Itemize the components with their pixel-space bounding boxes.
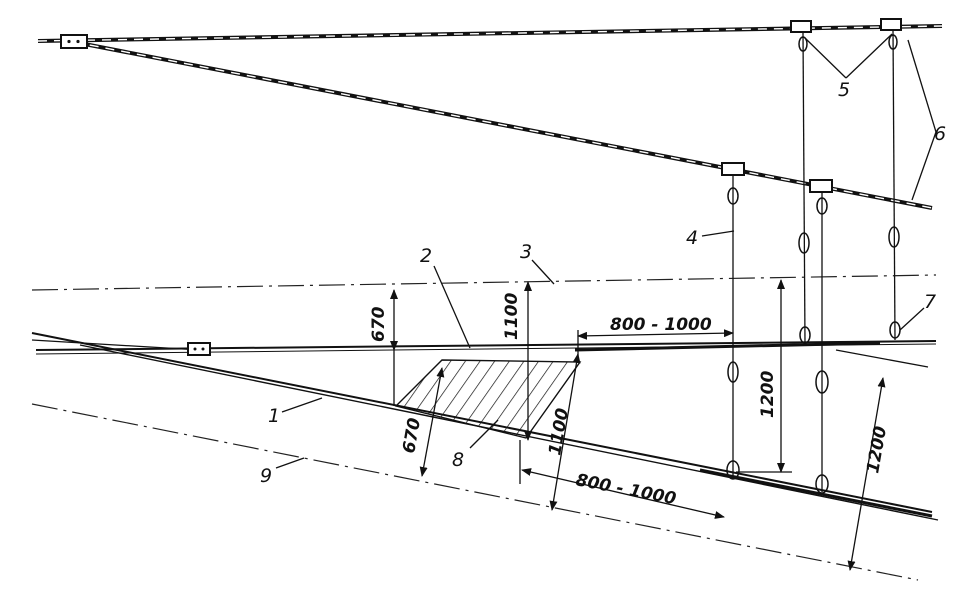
leader-5a — [804, 37, 847, 79]
dim-1200-slanted-label: 1200 — [863, 425, 891, 475]
dim-670-lower-label: 670 — [399, 416, 425, 455]
clamp-5a — [790, 20, 812, 33]
contact-clamp-bolt-b — [201, 347, 205, 351]
label-7: 7 — [924, 291, 936, 313]
dropper-4 — [726, 176, 740, 480]
label-4: 4 — [686, 227, 698, 249]
leader-1 — [281, 397, 323, 413]
dim-670-lower-line — [419, 367, 445, 477]
clamp-left — [60, 34, 88, 49]
label-8: 8 — [452, 449, 464, 471]
leader-5b — [845, 33, 893, 79]
contact-clamp — [187, 342, 211, 356]
dim-800-lower-label: 800 - 1000 — [574, 470, 678, 509]
leader-3 — [531, 259, 555, 285]
dim-670-upper-label: 670 — [369, 306, 389, 342]
axis-line-9 — [31, 403, 919, 581]
dropper-right-branch — [815, 192, 829, 494]
clamp-branch-b — [809, 179, 833, 193]
contact-wire-tail — [31, 339, 201, 351]
contact-clamp-bolt-a — [193, 347, 197, 351]
leader-2 — [433, 265, 471, 349]
label-6: 6 — [934, 123, 946, 145]
clamp-left-bolt-b — [76, 39, 80, 44]
messenger-wire-branch — [73, 40, 933, 210]
label-3: 3 — [520, 241, 532, 263]
dim-800-upper-label: 800 - 1000 — [610, 315, 712, 335]
label-2: 2 — [420, 245, 432, 267]
leader-6b — [911, 131, 937, 201]
contact-wire-straight — [35, 340, 937, 355]
dim-1200-vertical-label: 1200 — [758, 371, 778, 418]
label-1: 1 — [268, 405, 280, 427]
dropper-right — [888, 29, 901, 341]
dim-1100-upper-label: 1100 — [502, 293, 522, 340]
label-5: 5 — [838, 79, 850, 101]
dim-1200-slanted-line — [847, 377, 886, 571]
leader-4 — [701, 230, 735, 237]
leader-7 — [899, 307, 925, 331]
label-9: 9 — [260, 465, 272, 487]
leader-9 — [275, 457, 305, 469]
clamp-5b — [880, 18, 902, 31]
dropper-middle — [798, 32, 811, 344]
dim-1100-lower-label: 1100 — [545, 407, 573, 457]
dim-800-lower-line — [521, 468, 725, 519]
axis-line-3 — [31, 274, 937, 291]
dim-800-upper-line — [577, 329, 734, 340]
clamp-branch-a — [721, 162, 745, 176]
leader-8 — [469, 419, 499, 449]
contact-diverge-guide — [835, 349, 929, 368]
leader-6a — [907, 39, 937, 133]
clamp-left-bolt-a — [67, 39, 71, 44]
